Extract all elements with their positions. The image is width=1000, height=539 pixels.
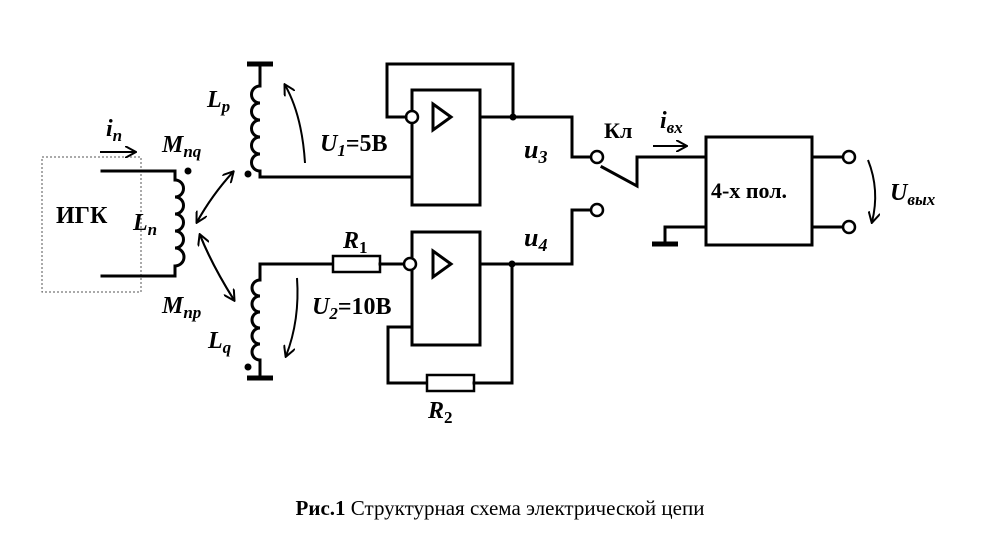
opamp-1 <box>410 88 482 207</box>
resistor-R2 <box>425 373 476 393</box>
voltage-u3-label: u3 <box>524 135 547 167</box>
coil-Ln <box>173 178 186 268</box>
wire-R2-to-output <box>472 262 514 385</box>
coil-Lp-dot <box>244 170 252 178</box>
opamp-1-inverting-input <box>404 109 420 125</box>
resistor-R1-label: R1 <box>342 228 368 257</box>
opamp-1-triangle-icon <box>431 101 454 133</box>
voltage-U1-arrow <box>285 85 306 164</box>
output-terminal-bottom <box>841 219 857 235</box>
coil-Ln-label: Lп <box>132 210 157 239</box>
output-voltage-label: Uвых <box>890 180 936 209</box>
junction-opamp-1 <box>509 113 517 121</box>
switch-contact-u3 <box>589 149 605 165</box>
four-pole-label: 4-х пол. <box>711 178 787 203</box>
mutual-np-label: Mпр <box>161 293 201 322</box>
opamp-1-output <box>478 115 593 159</box>
wire-Lp-to-opamp1 <box>258 169 414 179</box>
junction-opamp-2 <box>508 260 516 268</box>
voltage-U2-arrow <box>286 277 299 356</box>
coil-Lq-label: Lq <box>207 328 232 357</box>
figure-caption-number: Рис.1 <box>295 496 346 520</box>
resistor-R2-label: R2 <box>427 398 453 427</box>
figure-caption: Рис.1 Структурная схема электрической це… <box>0 496 1000 521</box>
source-block-dashed-border <box>41 156 142 293</box>
four-pole-block <box>704 135 814 247</box>
current-in-label: iп <box>106 116 122 145</box>
wire-source-top <box>100 169 177 182</box>
current-input-label: iвх <box>660 108 683 137</box>
four-pole-ground-wire <box>663 225 708 245</box>
opamp-2-inverting-input <box>402 256 418 272</box>
mutual-np-arrow-back <box>200 235 235 301</box>
coil-Ln-dot <box>184 167 192 175</box>
resistor-R1 <box>331 254 382 274</box>
mutual-nq-arrow-back <box>197 171 234 222</box>
coil-Lp-label: Lp <box>206 87 230 116</box>
coil-Lq <box>250 278 262 362</box>
source-block-label: ИГК <box>56 203 108 229</box>
switch-blade <box>599 155 708 189</box>
opamp-2-feedback <box>386 325 429 385</box>
output-terminal-top <box>841 149 857 165</box>
output-voltage-arrow <box>867 159 875 222</box>
opamp-2 <box>410 230 482 347</box>
coil-Lp <box>250 84 262 173</box>
voltage-U1-label: U1=5В <box>320 131 388 160</box>
voltage-U2-label: U2=10В <box>312 294 392 323</box>
wire-source-bottom <box>100 264 177 278</box>
opamp-2-triangle-icon <box>431 248 454 280</box>
mutual-nq-label: Mпq <box>161 132 202 161</box>
opamp-1-feedback <box>385 62 515 119</box>
coil-Lq-dot <box>244 363 252 371</box>
opamp-2-output <box>478 208 593 266</box>
wire-Lq-to-R1 <box>258 262 335 282</box>
voltage-u4-label: u4 <box>524 223 547 255</box>
switch-contact-u4 <box>589 202 605 218</box>
figure-caption-text: Структурная схема электрической цепи <box>345 496 705 520</box>
switch-label: Кл <box>604 118 632 143</box>
